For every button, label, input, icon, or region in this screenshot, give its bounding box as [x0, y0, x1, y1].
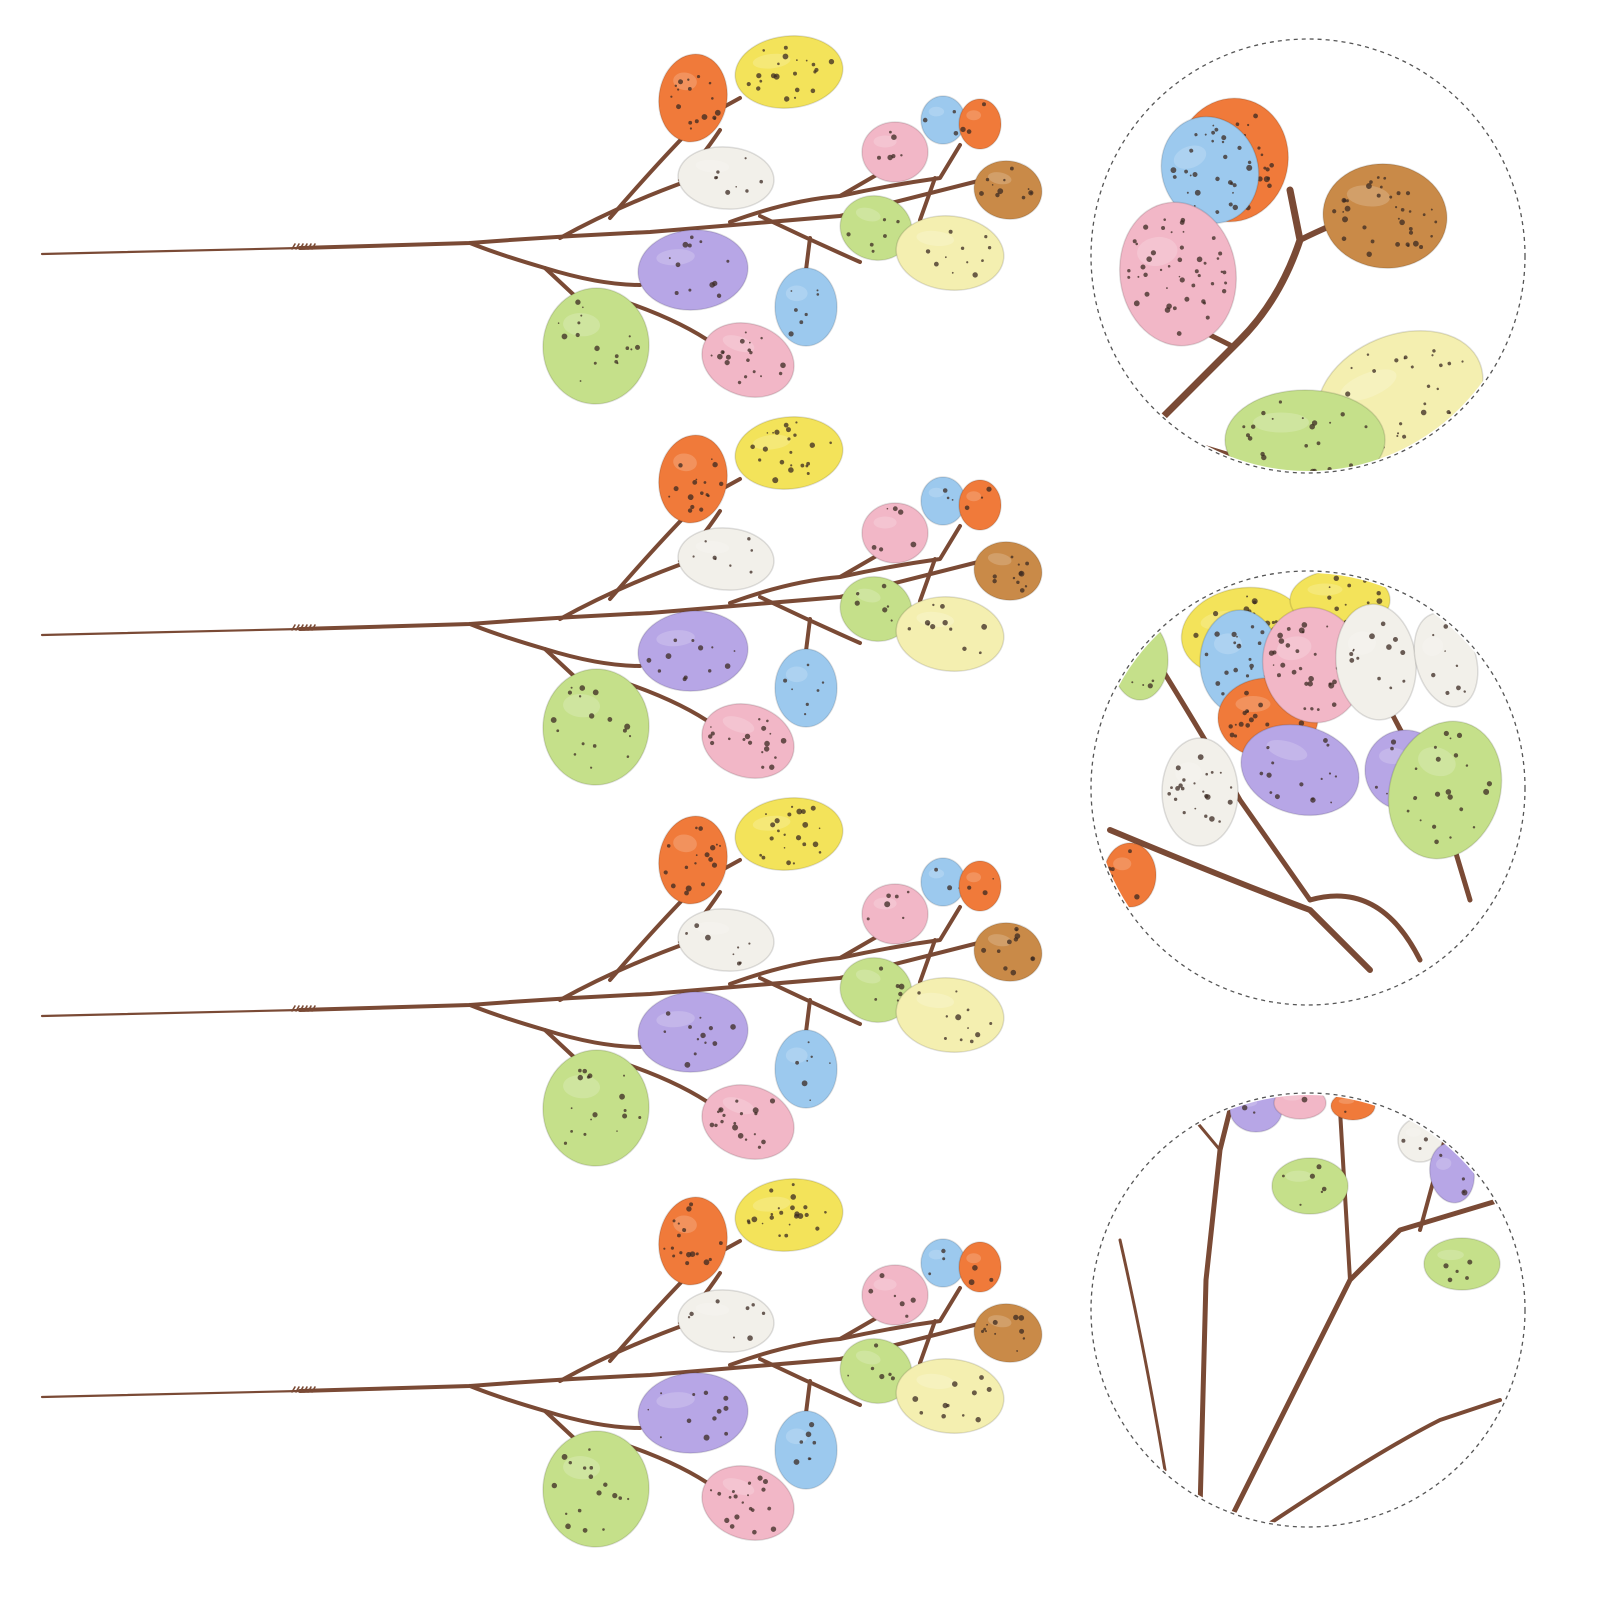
detail-egg-tan: [1322, 163, 1448, 269]
egg-blue-11: [774, 1029, 838, 1109]
egg-stem-1: [40, 35, 1043, 405]
detail-egg-pink: [1273, 1095, 1327, 1120]
egg-pale-yellow-9: [895, 1358, 1005, 1434]
egg-pink-4: [861, 1264, 929, 1326]
egg-green-8: [839, 576, 913, 642]
egg-tan-7: [973, 922, 1043, 982]
egg-stems: [40, 35, 1043, 1548]
detail-egg-green-1: [1271, 1157, 1349, 1215]
egg-pink-13: [701, 322, 795, 398]
egg-pink-4: [861, 121, 929, 183]
egg-pale-yellow-9: [895, 215, 1005, 291]
detail-view-bottom: [1090, 1092, 1526, 1528]
egg-blue-5: [920, 857, 966, 907]
egg-green-8: [839, 1338, 913, 1404]
egg-orange-1: [658, 434, 728, 524]
detail-egg-pink: [1261, 606, 1365, 724]
egg-lavender-10: [637, 229, 749, 311]
egg-pale-yellow-9: [895, 977, 1005, 1053]
egg-pink-13: [701, 1465, 795, 1541]
egg-lavender-10: [637, 610, 749, 692]
detail-egg-white-3: [1161, 737, 1239, 847]
detail-view-middle: [1090, 570, 1526, 1006]
egg-orange-6: [958, 1241, 1002, 1293]
detail-egg-lavender-1: [1240, 723, 1360, 817]
detail-egg-orange-small: [1103, 842, 1157, 908]
egg-tan-7: [973, 541, 1043, 601]
egg-blue-5: [920, 476, 966, 526]
egg-pink-4: [861, 502, 929, 564]
egg-tan-7: [973, 1303, 1043, 1363]
egg-blue-5: [920, 1238, 966, 1288]
egg-pale-yellow-9: [895, 596, 1005, 672]
egg-green-12: [542, 1430, 650, 1548]
egg-stem-4: [40, 1178, 1043, 1548]
egg-blue-11: [774, 1410, 838, 1490]
egg-orange-1: [658, 815, 728, 905]
egg-orange-6: [958, 860, 1002, 912]
egg-orange-6: [958, 98, 1002, 150]
egg-yellow-2: [734, 416, 844, 490]
detail-egg-green: [1224, 389, 1386, 471]
egg-green-12: [542, 668, 650, 786]
egg-stem-3: [40, 797, 1043, 1167]
egg-yellow-2: [734, 35, 844, 109]
egg-orange-1: [658, 53, 728, 143]
egg-blue-11: [774, 648, 838, 728]
detail-egg-blue: [1160, 115, 1260, 225]
egg-yellow-2: [734, 797, 844, 871]
detail-view-top: [1090, 38, 1526, 474]
egg-green-12: [542, 1049, 650, 1167]
egg-blue-11: [774, 267, 838, 347]
detail-egg-lavender-1: [1229, 1095, 1283, 1133]
detail-egg-green-2: [1423, 1237, 1501, 1291]
egg-tan-7: [973, 160, 1043, 220]
egg-white-3: [677, 908, 775, 972]
egg-orange-1: [658, 1196, 728, 1286]
egg-white-3: [677, 527, 775, 591]
egg-white-3: [677, 1289, 775, 1353]
egg-white-3: [677, 146, 775, 210]
egg-green-12: [542, 287, 650, 405]
egg-blue-5: [920, 95, 966, 145]
egg-pink-4: [861, 883, 929, 945]
egg-orange-6: [958, 479, 1002, 531]
egg-pink-13: [701, 703, 795, 779]
egg-yellow-2: [734, 1178, 844, 1252]
egg-lavender-10: [637, 1372, 749, 1454]
egg-lavender-10: [637, 991, 749, 1073]
detail-egg-green: [1387, 720, 1503, 860]
egg-pink-13: [701, 1084, 795, 1160]
detail-egg-pink: [1118, 201, 1238, 347]
egg-stem-2: [40, 416, 1043, 786]
